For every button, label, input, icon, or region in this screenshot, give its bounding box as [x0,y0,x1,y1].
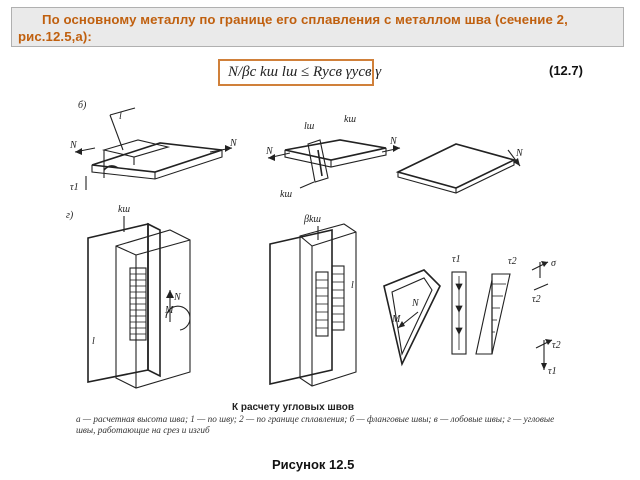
label-N-plate: N [515,148,524,159]
label-kw-g: kш [118,204,130,215]
label-b: б) [78,100,87,111]
label-kw-v-top: kш [344,114,356,125]
label-lsh-v: lш [304,121,315,132]
label-sigma-top: σ [551,258,557,269]
figure-caption: Рисунок 12.5 [272,457,355,472]
label-betak: βkш [303,214,321,225]
label-l-b: l [119,111,122,122]
label-N-left-v: N [265,146,274,157]
heading-box: По основному металлу по границе его спла… [11,7,624,47]
label-tau2-top: τ2 [532,294,541,305]
label-l-middle: l [351,280,354,291]
heading-text: По основному металлу по границе его спла… [18,12,568,44]
label-tau1-bottom: τ1 [548,366,557,377]
front-weld-drawing: N N lш kш kш [265,114,401,200]
label-M-bracket: M [164,305,174,316]
label-M-stress: M [391,314,401,325]
label-N-bracket: N [173,292,182,303]
label-N-stress: N [411,298,420,309]
label-tau1-diagram: τ1 [452,254,461,265]
label-tau-b: τ1 [70,182,79,193]
flank-weld-drawing: б) N N l τ1 [69,100,238,193]
label-N-left-b: N [69,140,78,151]
formula-box: N/βс kш lш ≤ Rусв γусв γ [218,59,381,86]
label-N-right-v: N [389,136,398,147]
label-N-right-b: N [229,138,238,149]
label-tau2-bottom: τ2 [552,340,561,351]
figure-title: К расчету угловых швов [232,402,355,413]
equation-number: (12.7) [549,63,583,78]
bracket-drawing-left: г) N M kш l [66,204,191,389]
plate-drawing: N [395,143,524,194]
stress-diagrams: M N τ1 τ2 σ τ2 τ2 τ1 [383,254,561,377]
label-tau2-diagram: τ2 [508,256,517,267]
label-kw-v-bottom: kш [280,189,292,200]
bracket-drawing-middle: βkш l [269,214,357,387]
label-g: г) [66,210,74,221]
label-l-g: l [92,336,95,347]
formula-text: N/βс kш lш ≤ Rусв γусв γ [228,64,382,80]
figure-legend: а — расчетная высота шва; 1 — по шву; 2 … [76,414,555,435]
